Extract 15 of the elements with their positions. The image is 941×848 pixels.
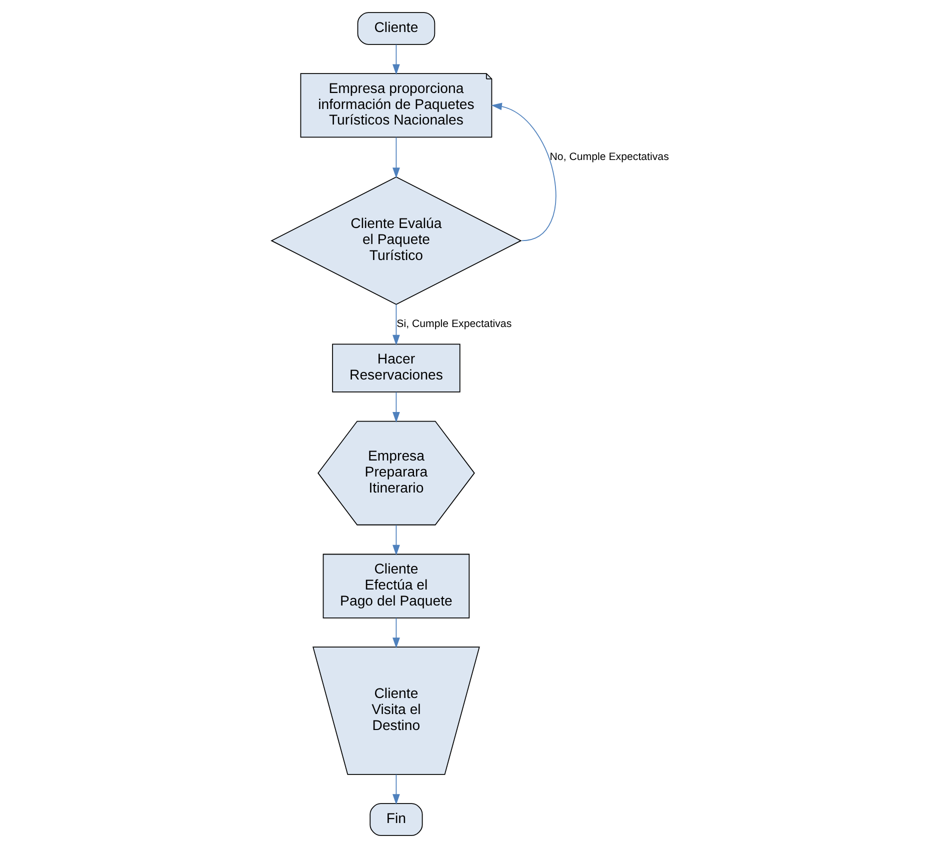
node-box: Fin — [370, 803, 423, 836]
node-box: Hacer Reservaciones — [332, 344, 460, 392]
arrow — [392, 136, 400, 178]
node-box: Cliente Efectúa el Pago del Paquete — [322, 554, 470, 618]
arrow — [392, 774, 400, 805]
arrow — [491, 102, 556, 242]
node-diamond: Cliente Evalúa el Paquete Turístico — [270, 176, 522, 305]
edge-label: No, Cumple Expectativas — [550, 150, 669, 163]
arrow — [392, 304, 400, 346]
arrow — [392, 392, 400, 423]
arrow — [392, 524, 400, 556]
edge-label: Si, Cumple Expectativas — [396, 318, 512, 330]
arrow — [392, 618, 400, 648]
node-box: Cliente — [357, 12, 436, 45]
arrow — [392, 44, 400, 75]
